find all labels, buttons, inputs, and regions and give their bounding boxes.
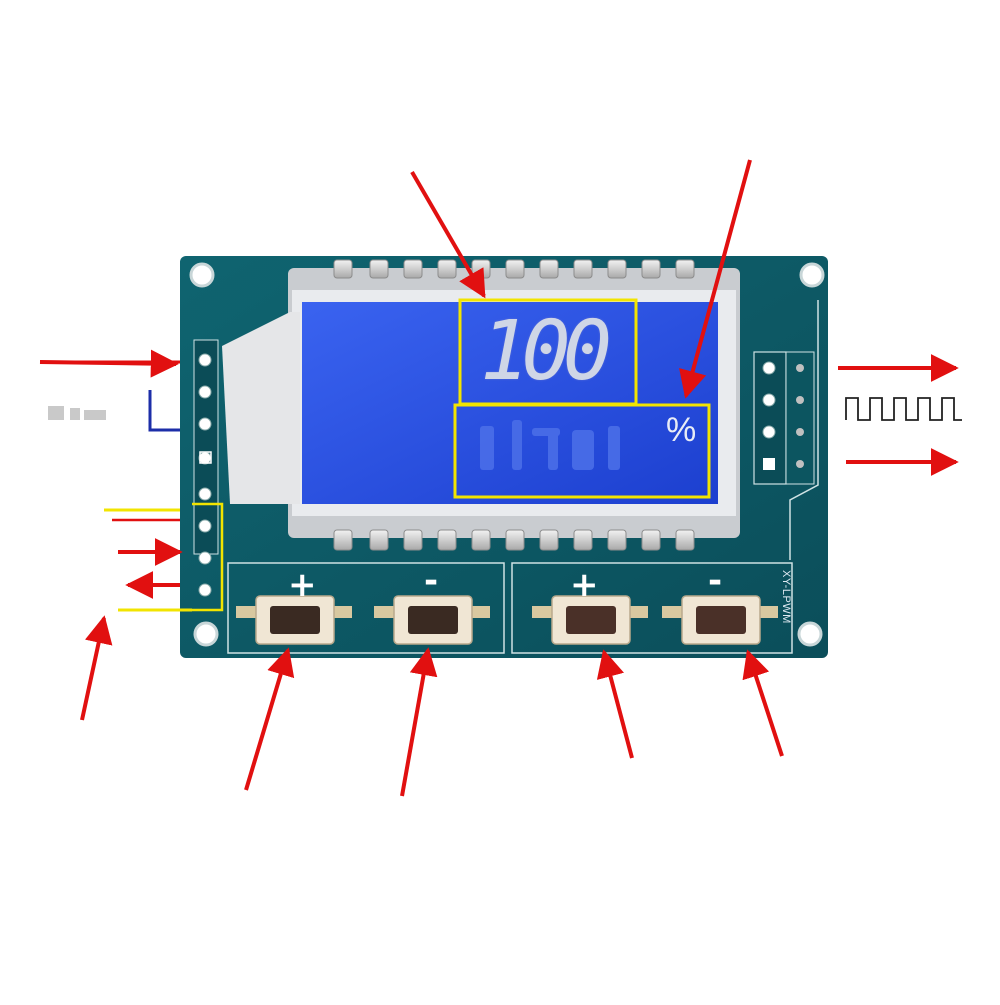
board-model-label: XY-LPWM [780, 570, 792, 624]
button-bodies [236, 595, 778, 645]
lcd-unit-percent: % [666, 411, 697, 449]
lcd-ghost-segments [480, 420, 620, 470]
plus-label-group-2: + [570, 565, 599, 605]
lcd-bottom-pins [333, 529, 695, 551]
arrow-button-4 [742, 649, 784, 757]
pin-highlight-outline [192, 502, 224, 612]
minus-button-2[interactable] [682, 596, 760, 644]
plus-button-1[interactable] [256, 596, 334, 644]
mounting-hole-bottom-left [193, 621, 219, 647]
lcd-module [222, 259, 740, 551]
plus-button-2[interactable] [552, 596, 630, 644]
arrow-pin-bottom [80, 615, 113, 721]
arrow-value-display [410, 170, 486, 299]
minus-label-group-1: - [424, 561, 439, 601]
mounting-hole-bottom-right [797, 621, 823, 647]
arrow-button-2 [400, 647, 438, 797]
lcd-value-readout: 100 [480, 304, 612, 399]
arrow-input-power [39, 349, 179, 378]
arrow-button-1 [244, 647, 295, 791]
mounting-hole-top-left [189, 262, 215, 288]
right-pin-header [753, 351, 815, 485]
mounting-hole-top-right [799, 262, 825, 288]
left-pin-header [193, 339, 219, 597]
arrow-unit-display [679, 159, 752, 399]
left-wires [40, 360, 192, 612]
minus-button-1[interactable] [394, 596, 472, 644]
minus-label-group-2: - [708, 561, 723, 601]
unit-highlight-box [453, 403, 711, 499]
arrow-button-3 [596, 649, 634, 759]
annotation-arrows [39, 159, 959, 797]
pwm-square-wave-icon [845, 397, 962, 421]
lcd-top-pins [333, 259, 695, 279]
plus-label-group-1: + [288, 565, 317, 605]
